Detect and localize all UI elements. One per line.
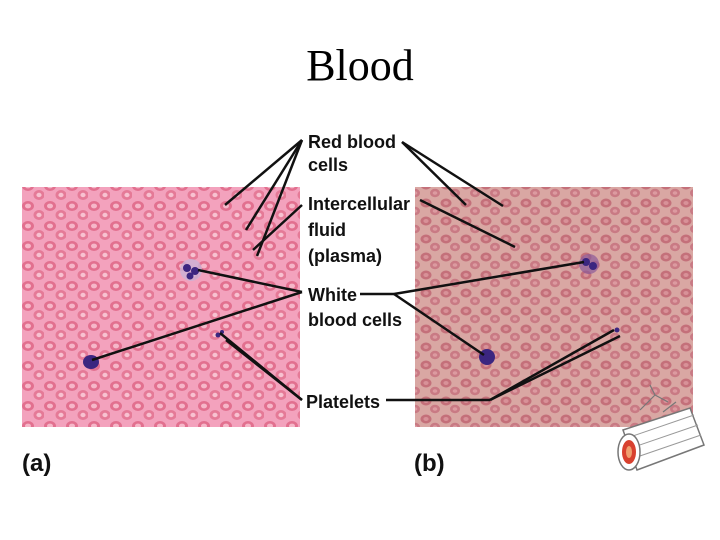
- label-red-blood-cells-line2: cells: [308, 155, 348, 175]
- slide-title: Blood: [306, 41, 414, 90]
- panel-label-b: (b): [414, 450, 445, 477]
- label-red-blood-cells-line1: Red blood: [308, 132, 396, 152]
- panel-b-micrograph: [415, 187, 693, 427]
- label-intercellular-line1: Intercellular: [308, 194, 410, 214]
- panel-label-a: (a): [22, 450, 51, 477]
- blood-vessel-icon: [617, 384, 705, 471]
- leader-lines: [91, 139, 621, 402]
- labels: Red blood cells Intercellular fluid (pla…: [22, 132, 445, 477]
- label-intercellular-line3: (plasma): [308, 246, 382, 266]
- label-white-line1: White: [308, 285, 357, 305]
- label-platelets: Platelets: [306, 392, 380, 412]
- label-intercellular-line2: fluid: [308, 220, 346, 240]
- label-white-line2: blood cells: [308, 310, 402, 330]
